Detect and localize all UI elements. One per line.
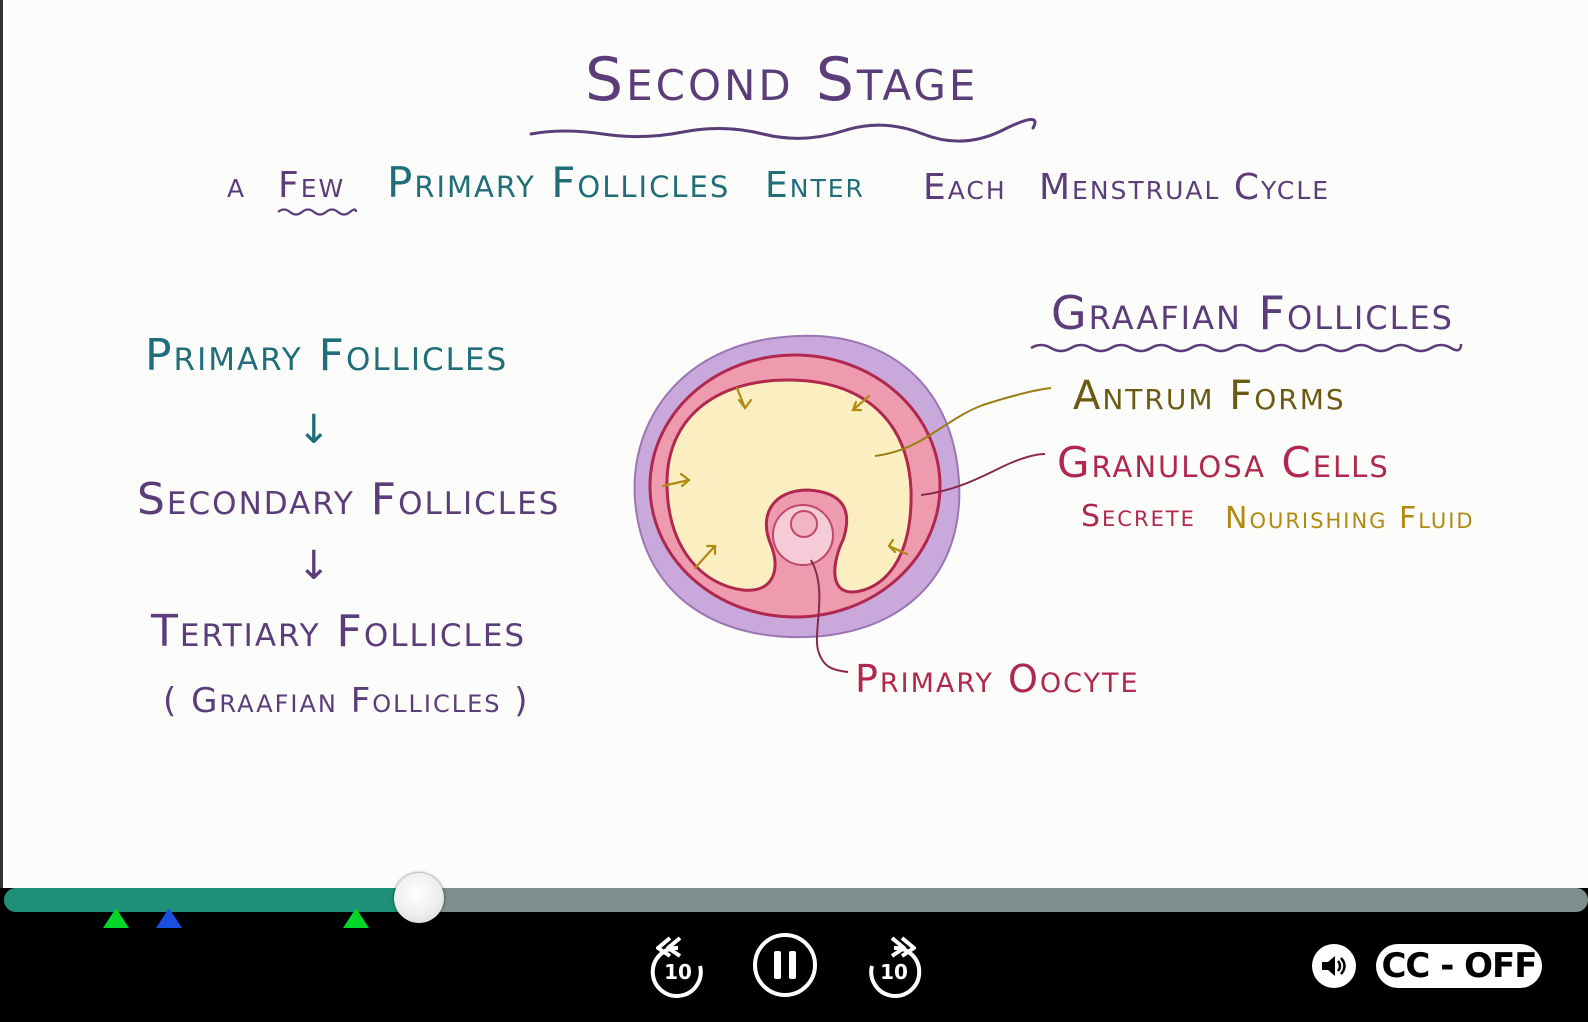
captions-toggle-button[interactable]: CC - OFF — [1376, 944, 1542, 988]
pause-icon — [753, 933, 817, 997]
seek-bar[interactable] — [4, 873, 1588, 928]
subtitle-word-enter: Enter — [765, 165, 865, 206]
rewind-10-button[interactable]: 10 — [648, 934, 708, 998]
forward-10-icon: 10 — [869, 936, 922, 998]
chapter-marker[interactable] — [342, 908, 369, 928]
rewind-10-icon: 10 — [650, 936, 703, 998]
subtitle-word-few: Few — [278, 165, 346, 206]
graafian-heading: Graafian Follicles — [1051, 286, 1454, 340]
flow-arrow-down-icon: ↓ — [297, 543, 333, 589]
chapter-marker[interactable] — [155, 908, 182, 928]
chapter-marker[interactable] — [103, 908, 130, 928]
subtitle-primary-follicles: Primary Follicles — [387, 158, 731, 207]
label-nourishing-fluid: Nourishing Fluid — [1225, 501, 1475, 536]
label-secrete: Secrete — [1081, 499, 1196, 534]
flow-primary-follicles: Primary Follicles — [145, 330, 509, 381]
flow-tertiary-follicles: Tertiary Follicles — [151, 606, 527, 657]
seek-handle[interactable] — [394, 873, 444, 923]
subtitle-word-each: Each — [923, 167, 1007, 208]
pause-button[interactable] — [752, 932, 818, 998]
slide-drawing — [277, 118, 1463, 673]
subtitle-word: a — [227, 165, 247, 206]
rewind-label: 10 — [664, 960, 692, 984]
subtitle-menstrual-cycle: Menstrual Cycle — [1039, 167, 1331, 208]
label-primary-oocyte: Primary Oocyte — [855, 657, 1140, 701]
slide-title: Second Stage — [585, 45, 979, 115]
label-granulosa-cells: Granulosa Cells — [1057, 438, 1390, 487]
label-antrum-forms: Antrum Forms — [1073, 373, 1346, 419]
seek-track[interactable] — [4, 888, 1588, 912]
flow-arrow-down-icon: ↓ — [297, 407, 333, 453]
flow-graafian-note: ( Graafian Follicles ) — [163, 681, 530, 721]
flow-secondary-follicles: Secondary Follicles — [137, 474, 561, 525]
forward-10-button[interactable]: 10 — [864, 934, 924, 998]
video-frame: Second Stage a Few Primary Follicles Ent… — [0, 0, 1588, 888]
forward-label: 10 — [880, 960, 908, 984]
volume-icon — [1322, 956, 1346, 976]
volume-button[interactable] — [1312, 944, 1356, 988]
follicle-diagram — [633, 334, 1052, 673]
